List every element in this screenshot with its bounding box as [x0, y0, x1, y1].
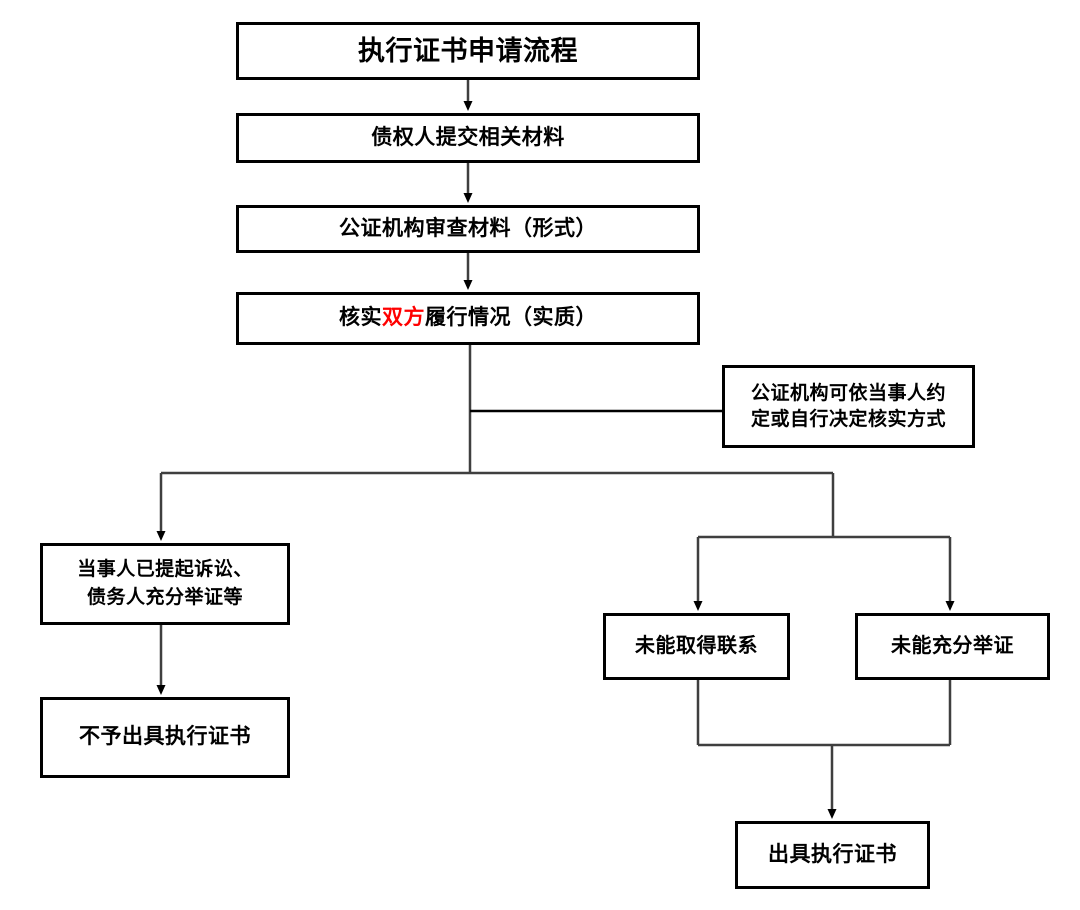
node-submit-materials: 债权人提交相关材料 [236, 113, 700, 163]
node-litigation-or-sufficient-evidence: 当事人已提起诉讼、债务人充分举证等 [40, 543, 290, 625]
branch-left-line-1: 当事人已提起诉讼、 [77, 559, 253, 581]
node-litigation-or-sufficient-evidence-label: 当事人已提起诉讼、债务人充分举证等 [77, 556, 253, 611]
edge-right-drop [698, 473, 950, 539]
node-title-label: 执行证书申请流程 [358, 35, 578, 66]
verify-text-prefix: 核实 [339, 306, 382, 330]
note-line-2: 定或自行决定核实方式 [750, 408, 946, 430]
node-certificate-issued-label: 出具执行证书 [768, 842, 897, 866]
branch-left-line-2: 债务人充分举证等 [86, 587, 243, 608]
node-substantive-verification-label: 核实双方履行情况（实质） [339, 305, 597, 332]
node-verification-method-note-label: 公证机构可依当事人约定或自行决定核实方式 [751, 381, 946, 432]
node-insufficient-evidence: 未能充分举证 [855, 613, 1050, 680]
edge-merge-to-issued [696, 680, 952, 819]
node-formal-review: 公证机构审查材料（形式） [236, 205, 700, 253]
node-substantive-verification: 核实双方履行情况（实质） [236, 292, 700, 345]
node-certificate-denied: 不予出具执行证书 [40, 697, 290, 778]
node-title: 执行证书申请流程 [236, 22, 700, 80]
node-certificate-denied-label: 不予出具执行证书 [79, 725, 251, 749]
node-formal-review-label: 公证机构审查材料（形式） [339, 216, 597, 240]
verify-text-suffix: 履行情况（实质） [425, 306, 597, 330]
node-submit-materials-label: 债权人提交相关材料 [371, 125, 565, 149]
note-line-1: 公证机构可依当事人约 [750, 382, 946, 404]
node-certificate-issued: 出具执行证书 [735, 821, 930, 889]
node-no-contact: 未能取得联系 [603, 613, 790, 680]
node-insufficient-evidence-label: 未能充分举证 [891, 634, 1014, 657]
node-no-contact-label: 未能取得联系 [635, 634, 758, 657]
verify-text-highlight: 双方 [382, 306, 425, 330]
node-verification-method-note: 公证机构可依当事人约定或自行决定核实方式 [722, 365, 975, 448]
